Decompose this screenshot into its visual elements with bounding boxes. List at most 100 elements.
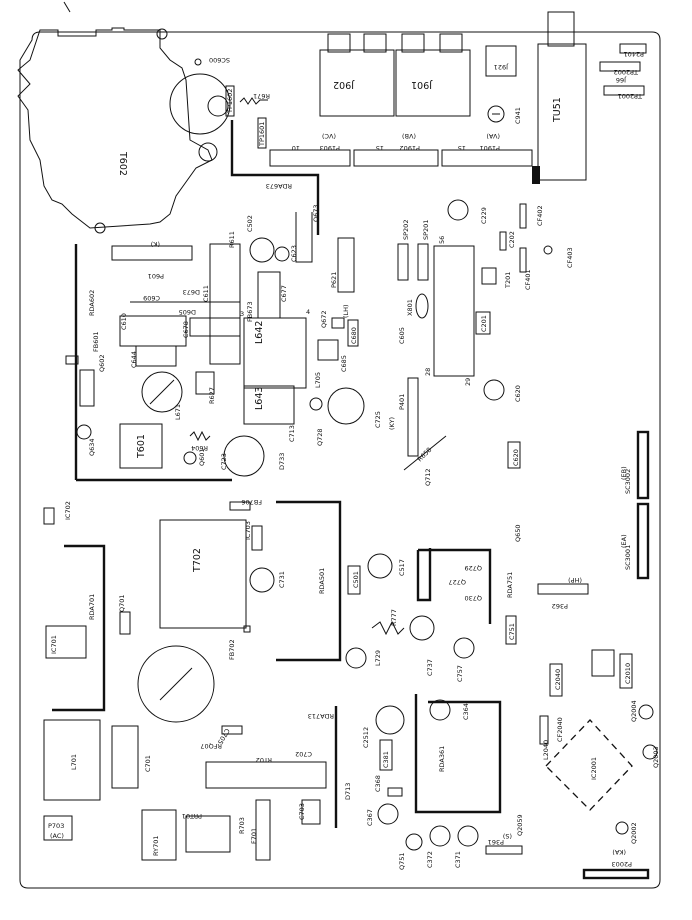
r627-label: R627 [208,387,216,404]
c723-label: C723 [220,453,228,470]
q634-label: Q634 [88,438,96,456]
c611-label: C611 [202,285,210,302]
j66-label: J66 [616,76,627,84]
p1902-tag: (VB) [402,132,416,140]
ry701-label: RY701 [152,836,160,856]
prt01-label: PRT01 [182,812,202,820]
c368-label: C368 [374,775,382,792]
tp1602-label: TP1602 [226,89,234,114]
c737-label: C737 [426,659,434,676]
rda751-label: RDA751 [506,572,514,598]
c2512-label: C2512 [362,727,370,748]
p361-label: P361 [488,838,504,846]
p1901-pin15: 15 [458,144,466,152]
rda501-label: RDA501 [318,568,326,594]
p401-tag: (KY) [388,417,396,430]
q729-label: Q729 [464,564,482,572]
board-corner-mark [63,1,71,13]
r777-label: R777 [390,609,398,626]
c501-label: C501 [352,571,360,588]
p401-connector [407,377,419,457]
p361-connector [485,845,523,855]
rda361-label: RDA361 [438,746,446,772]
f701-label: F701 [250,828,258,844]
p1901-tag: (VA) [486,132,500,140]
q701-label: Q701 [118,594,126,612]
p362-tag: (HP) [568,576,582,584]
prt01-box [185,815,231,853]
d713-label: D713 [344,783,352,800]
main-ic-pin56: 56 [438,236,446,244]
p361-tag: (S) [503,832,512,840]
tu51-tuner: TU51 [537,11,587,181]
p1903-connector [269,149,351,167]
c701-label: C701 [144,755,152,772]
sp201-label: SP201 [422,220,430,240]
c372-label: C372 [426,851,434,868]
rt02-label: RT02 [256,756,272,764]
r671-label: R671 [253,92,270,100]
r604-label: R604 [191,444,208,452]
c2010-label: C2010 [624,663,632,684]
sp202-label: SP202 [402,220,410,240]
sc600-label: SC600 [209,56,230,64]
l729-label: L729 [374,650,382,666]
sc3001-connector [636,502,650,580]
j902-jack: J902 [319,33,395,117]
q728-label: Q728 [316,428,324,446]
cf402-label: CF402 [536,205,544,226]
cf2040-label: CF2040 [556,717,564,742]
p601-tag: (K) [151,240,160,248]
j921-label: J921 [494,63,509,71]
cf403-label: CF403 [566,247,574,268]
q2004-label: Q2004 [630,700,638,722]
p2003-tag: (KA) [612,848,626,856]
q712-label: Q712 [424,468,432,486]
d673-label: D673 [183,288,200,296]
ic2001-outline [545,719,633,811]
sc3002-tag: (EB) [620,466,628,480]
ic701-box [45,625,87,659]
q730-label: Q730 [464,594,482,602]
d733-label: D733 [278,453,286,470]
r611-label: R611 [228,231,236,248]
main-ic [433,245,475,377]
j921-box [485,45,517,77]
p703-box [43,815,73,841]
q601-label: Q601 [198,448,206,466]
c502-label: C502 [246,215,254,232]
t602-label: T602 [117,151,128,176]
main-ic-pin29: 29 [464,378,472,386]
fb601-label: FB601 [92,331,100,352]
rda602-label: RDA602 [88,290,96,316]
q2002-label: Q2002 [630,822,638,844]
fb706-label: FB706 [241,498,262,506]
c685-label: C685 [340,355,348,372]
p621-label: P621 [330,272,338,288]
c702-label: C702 [295,750,312,758]
fb673-label: FB673 [246,301,254,322]
c623-label: C623 [290,245,298,262]
sc3001-tag: (EA) [620,534,628,548]
rda701-label: RDA701 [88,594,96,620]
p1901-connector [441,149,533,167]
c713-label: C713 [288,425,296,442]
l642-inductor [243,317,307,389]
c371-label: C371 [454,851,462,868]
p703-tag: (AC) [50,832,64,840]
p601-label: P601 [148,272,164,280]
j901-label: J901 [411,79,433,90]
tp2001-label: TP2001 [618,92,643,100]
q602-label: Q602 [98,354,106,372]
tp2002-label: TP2002 [614,68,639,76]
c2040-label: C2040 [554,669,562,690]
p601-connector [111,245,193,261]
ic703-label: IC703 [244,521,252,540]
sc3001-label: SC3001 [624,545,632,570]
c201-label: C201 [480,315,488,332]
c610-label: C610 [120,313,128,330]
p1903-tag: (VC) [322,132,336,140]
cf401-label: CF401 [524,269,532,290]
p2003-connector [582,868,650,880]
c644-label: C644 [130,351,138,368]
